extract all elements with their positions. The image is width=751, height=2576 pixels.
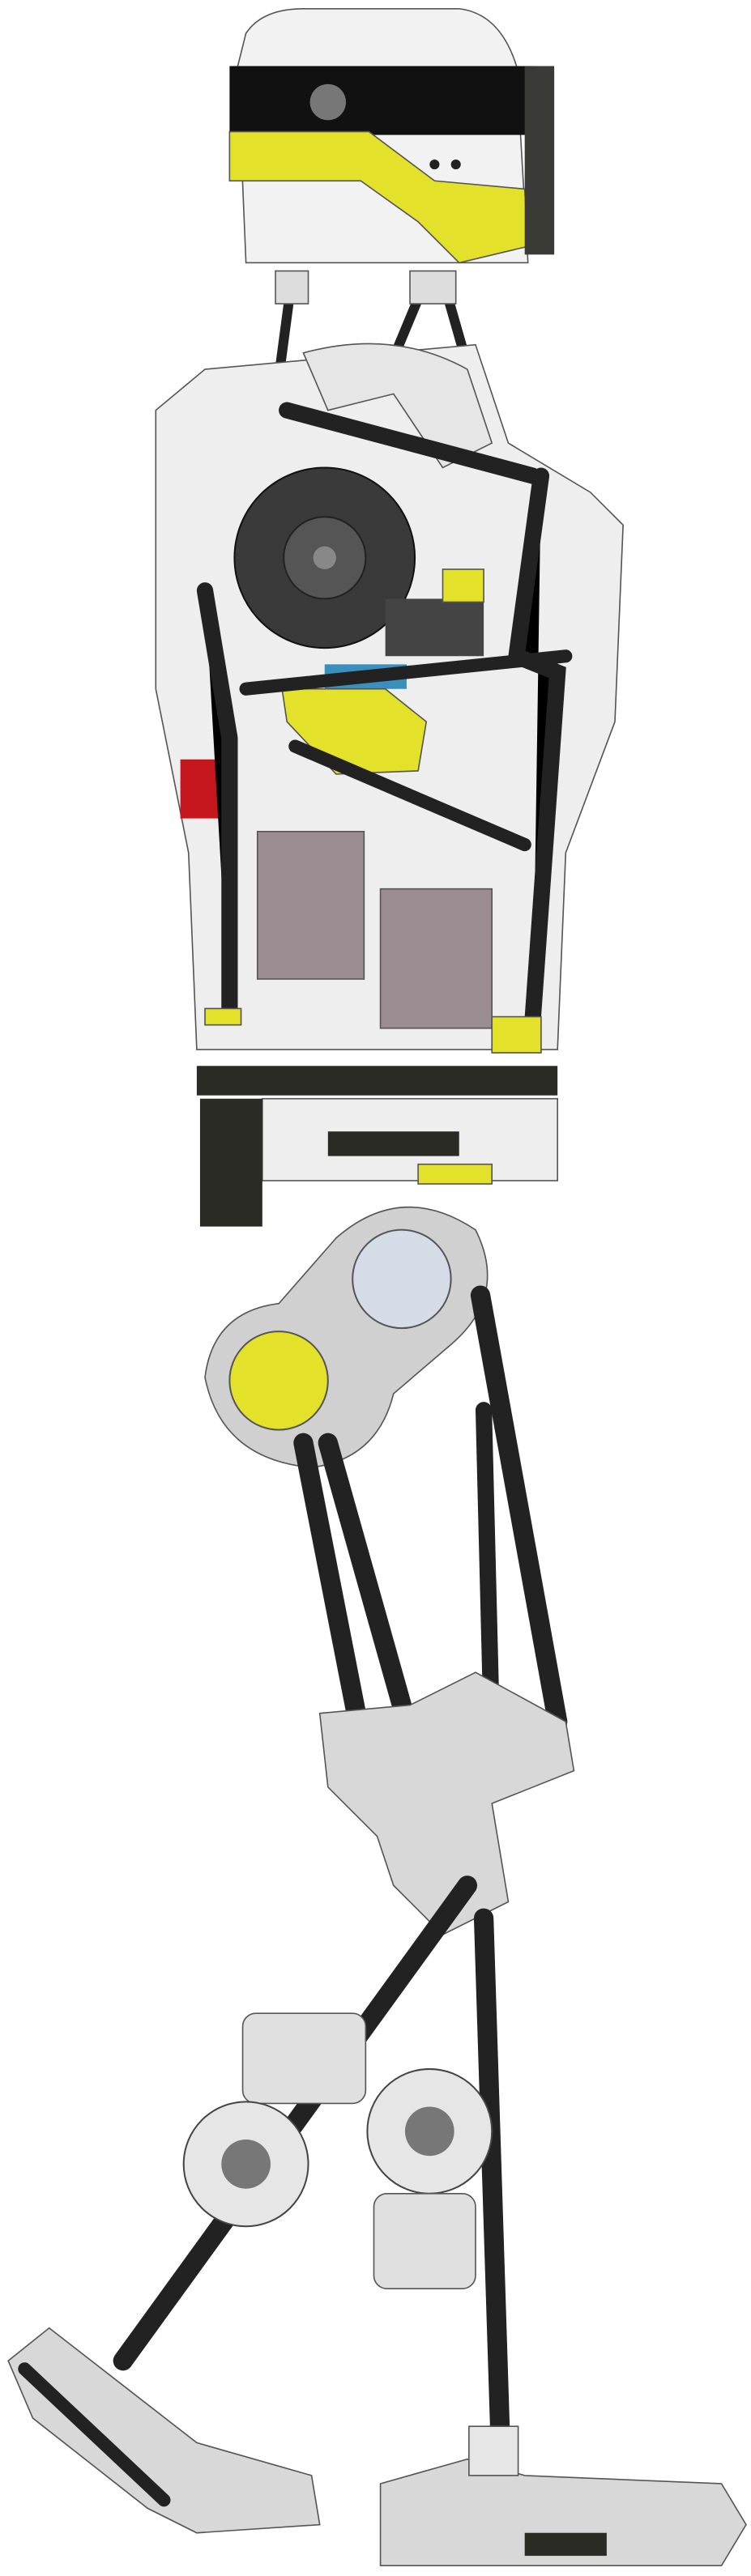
- torso: [155, 343, 624, 1054]
- ankle-motor-right-hub: [404, 2106, 454, 2157]
- shin: [113, 1876, 510, 2445]
- torso-bar: [196, 582, 238, 1025]
- thigh: [204, 1206, 575, 1935]
- right-foot-bar: [524, 2532, 607, 2557]
- battery-pack-left: [256, 831, 365, 980]
- head-camera-lens: [309, 83, 347, 121]
- battery-pack-right: [379, 888, 493, 1029]
- head-small-dot: [450, 159, 461, 170]
- ankle-motor-box: [373, 2192, 476, 2289]
- hip: [196, 1066, 558, 1227]
- ankle-motor-left-hub: [221, 2139, 271, 2189]
- torso-yellow-bracket: [442, 568, 484, 603]
- torso-motor-housing: [385, 598, 484, 657]
- head: [228, 7, 555, 264]
- shin-bar-left: [113, 1876, 477, 2371]
- torso-upper-link: [302, 343, 493, 469]
- head-small-dot: [429, 159, 440, 170]
- hip-dark-bar: [327, 1131, 459, 1156]
- feet: [7, 2327, 747, 2567]
- hip-bar: [196, 1066, 558, 1096]
- hip-plate: [204, 1206, 489, 1468]
- hip-yellow-part: [417, 1163, 493, 1185]
- torso-yellow-clamp: [204, 1007, 242, 1026]
- torso-motor-center: [313, 546, 336, 569]
- torso-bar: [288, 739, 531, 852]
- torso-yellow-clamp: [491, 1015, 542, 1054]
- right-ankle-block: [468, 2425, 519, 2476]
- head-black-band: [229, 66, 533, 135]
- torso-bar: [279, 402, 541, 484]
- thigh-bar: [318, 1433, 412, 1715]
- hip-yellow-disc: [228, 1331, 329, 1431]
- thigh-bar: [470, 1285, 568, 1731]
- head-yellow-band: [228, 130, 529, 264]
- hip-side-motor: [199, 1098, 262, 1227]
- shin-bar-right: [473, 1908, 510, 2445]
- hip-disc: [352, 1228, 452, 1330]
- torso-red-block: [180, 759, 222, 819]
- knee-plate: [318, 1671, 575, 1935]
- ankle-motor-box: [241, 2012, 367, 2105]
- left-foot: [7, 2327, 321, 2534]
- torso-bar: [239, 649, 573, 696]
- head-side-block: [524, 66, 555, 255]
- left-foot-bar: [18, 2362, 171, 2507]
